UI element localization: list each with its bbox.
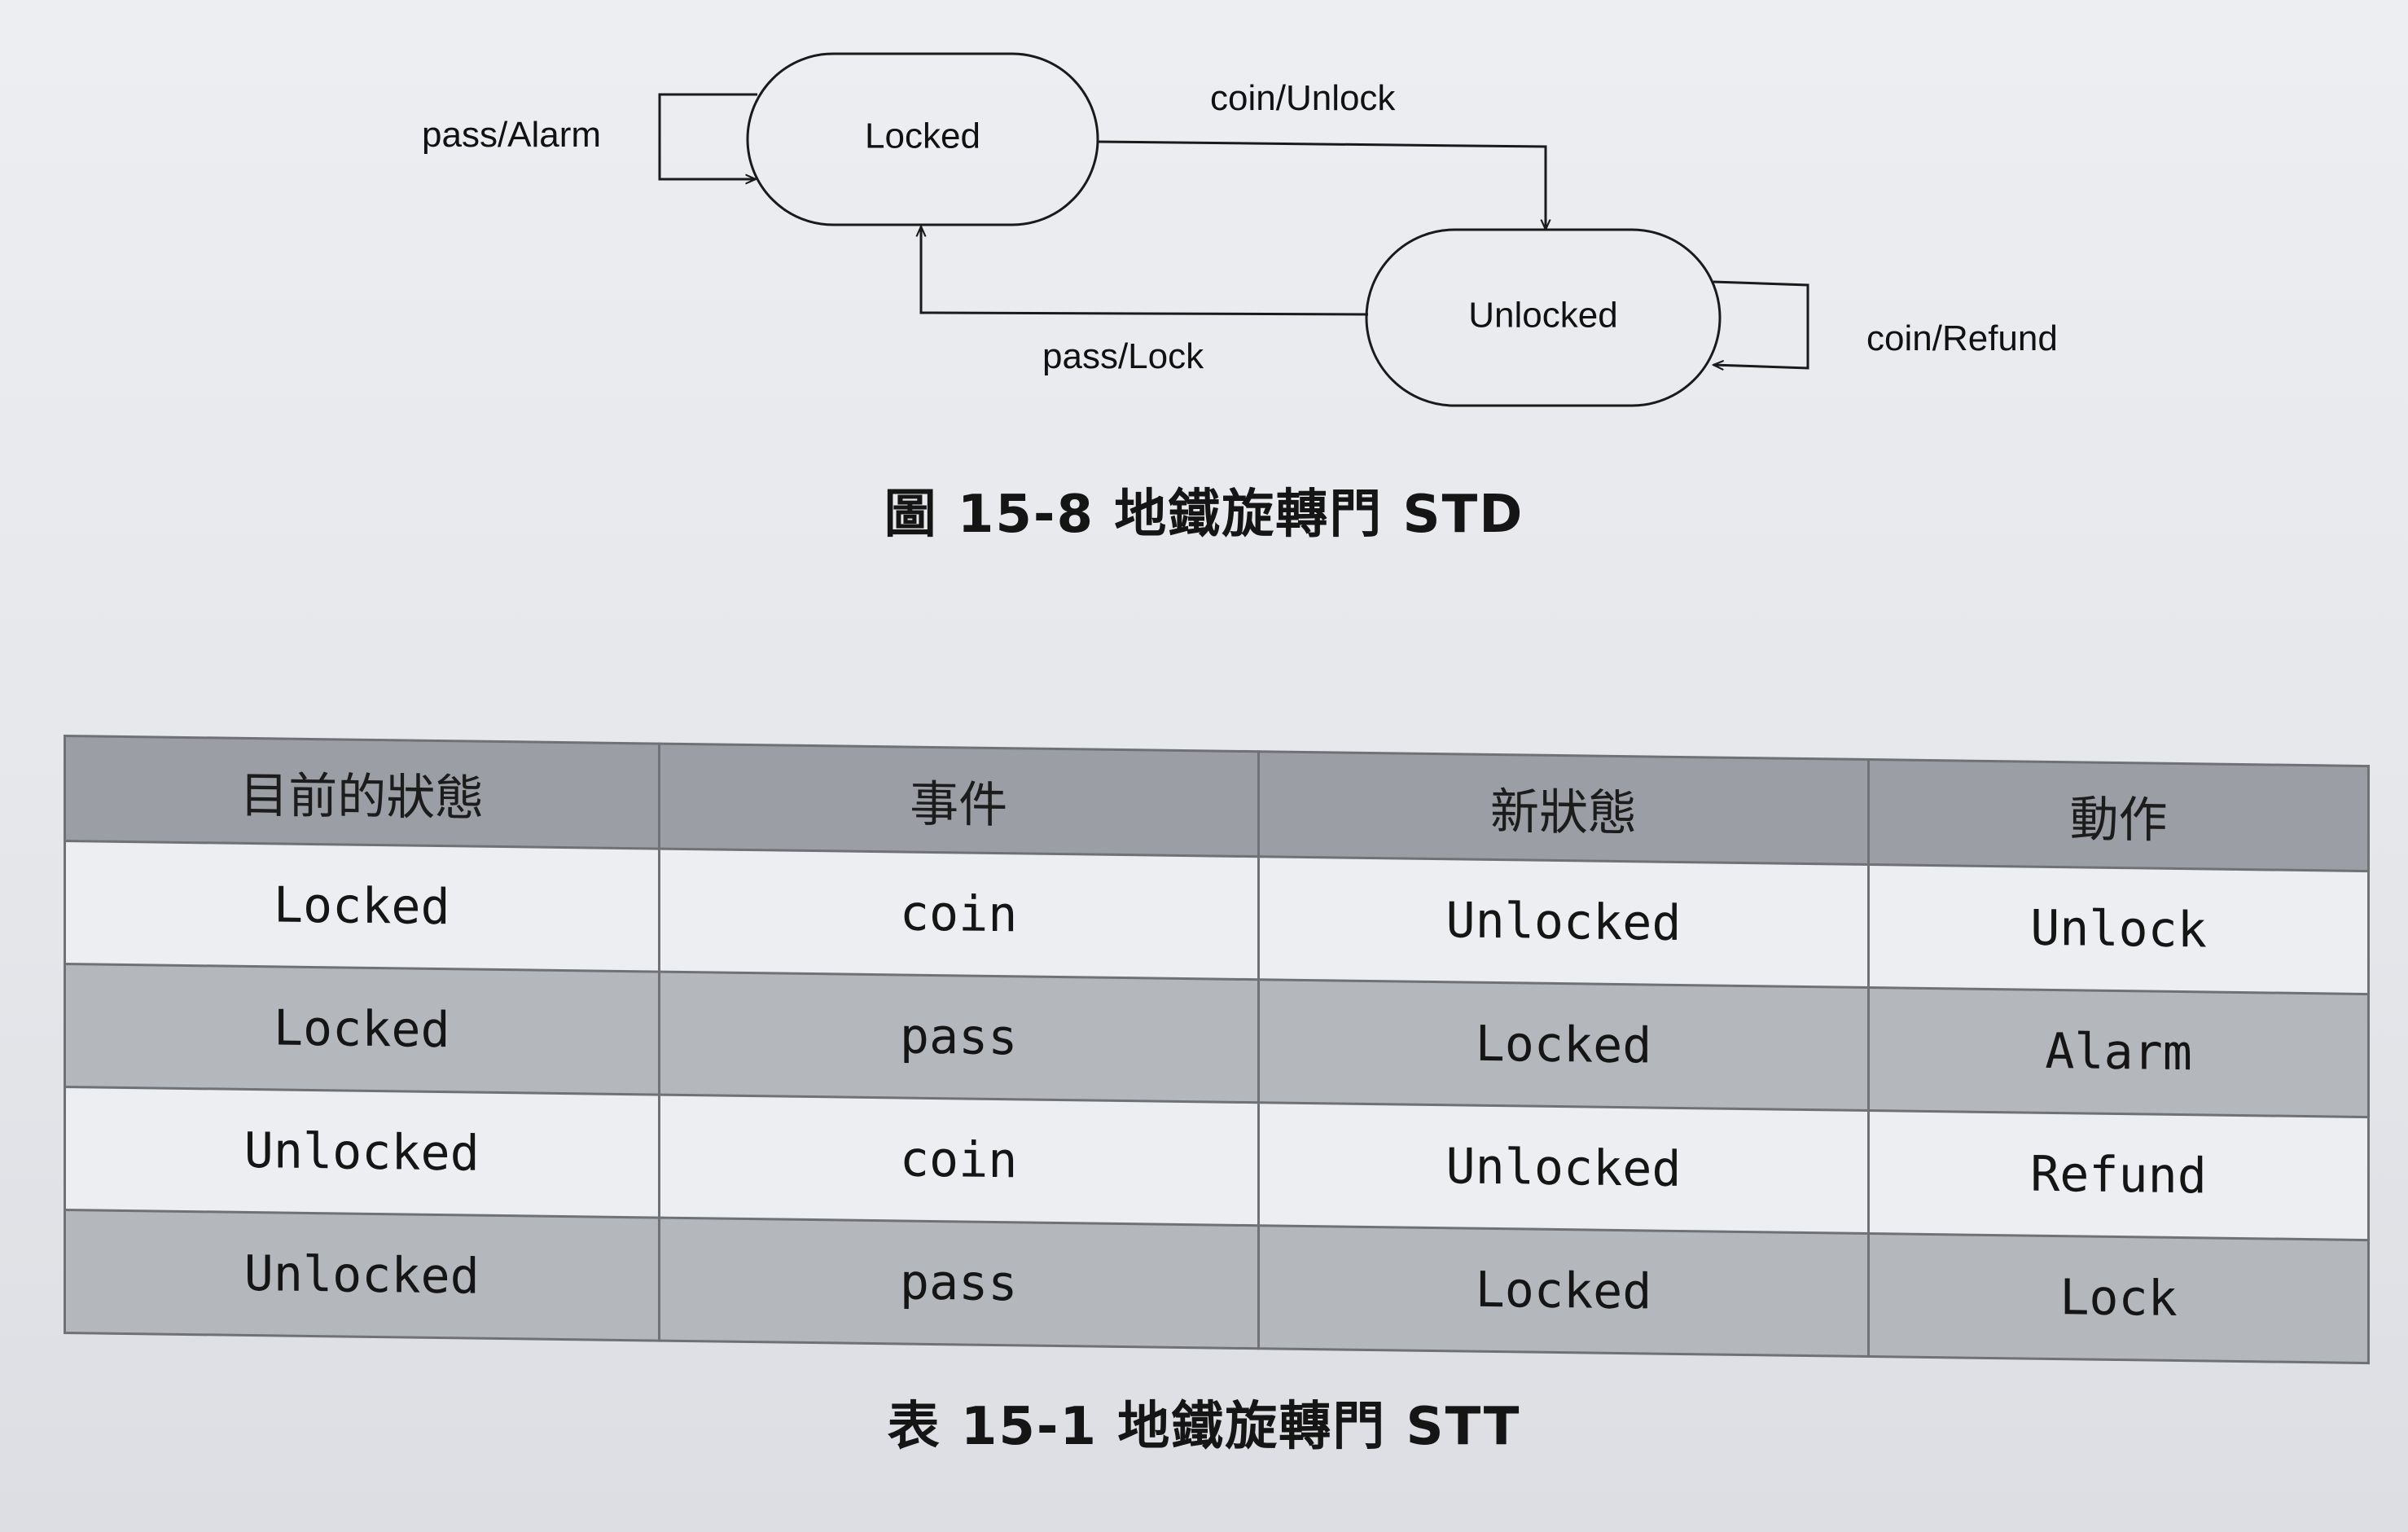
cell-action: Unlock — [1868, 864, 2369, 994]
unlocked-state-label: Unlocked — [1468, 296, 1617, 336]
coin-unlock-transition — [1097, 140, 1546, 230]
header-new-state: 新狀態 — [1258, 751, 1869, 865]
cell-new-state: Unlocked — [1258, 1102, 1869, 1234]
header-current-state: 目前的狀態 — [64, 735, 659, 849]
figure-caption: 圖 15-8 地鐵旋轉門 STD — [884, 485, 1524, 545]
cell-current-state: Locked — [64, 841, 659, 972]
coin-refund-label: coin/Refund — [1866, 318, 2058, 358]
pass-alarm-label: pass/Alarm — [422, 115, 601, 155]
table-caption: 表 15-1 地鐵旋轉門 STT — [887, 1397, 1521, 1457]
coin-unlock-label: coin/Unlock — [1210, 78, 1396, 118]
cell-event: pass — [659, 1218, 1259, 1349]
header-action: 動作 — [1868, 759, 2369, 871]
coin-refund-transition — [1713, 280, 1809, 368]
cell-action: Refund — [1868, 1110, 2369, 1240]
pass-alarm-transition — [658, 93, 757, 179]
pass-lock-label: pass/Lock — [1042, 336, 1204, 376]
state-transition-table: 目前的狀態 事件 新狀態 動作 Locked coin Unlocked Unl… — [64, 735, 2370, 1364]
cell-current-state: Unlocked — [64, 1086, 659, 1218]
cell-event: pass — [659, 972, 1259, 1103]
cell-new-state: Locked — [1258, 1225, 1869, 1357]
locked-state-label: Locked — [865, 116, 980, 156]
cell-new-state: Unlocked — [1258, 856, 1869, 988]
cell-event: coin — [659, 1095, 1259, 1226]
cell-current-state: Unlocked — [64, 1209, 659, 1341]
pass-lock-transition — [921, 226, 1369, 316]
cell-action: Alarm — [1868, 987, 2369, 1117]
cell-action: Lock — [1868, 1233, 2369, 1363]
cell-new-state: Locked — [1258, 979, 1869, 1111]
locked-state — [746, 52, 1099, 226]
cell-current-state: Locked — [64, 964, 659, 1095]
cell-event: coin — [659, 849, 1259, 980]
header-event: 事件 — [659, 744, 1259, 857]
state-transition-diagram: Locked Unlocked pass/Alarm coin/Unlock p… — [422, 52, 2058, 407]
